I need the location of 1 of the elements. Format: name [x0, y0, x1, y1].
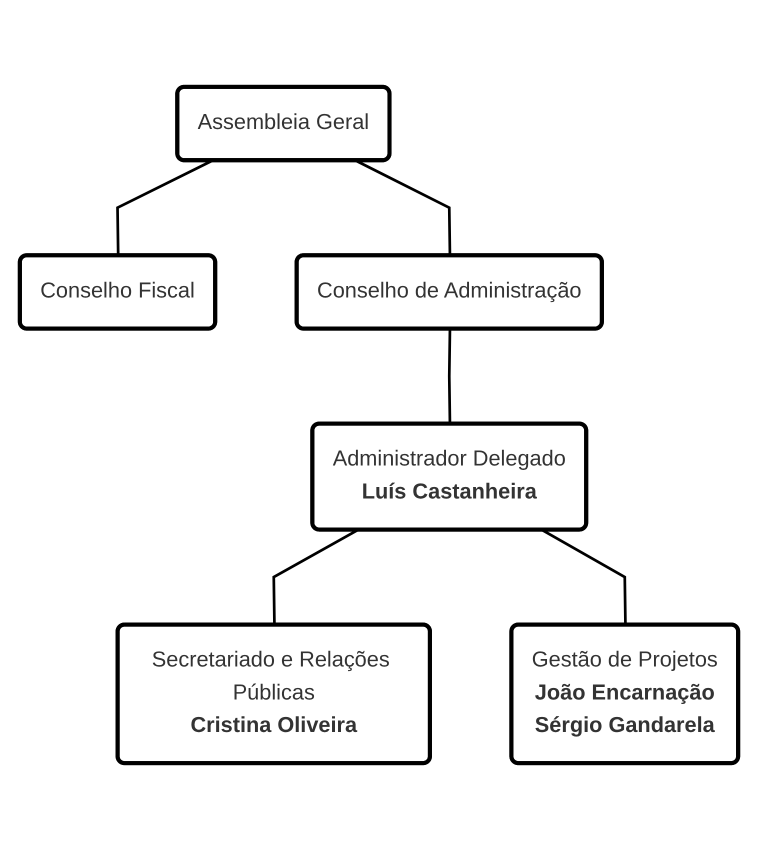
connector — [448, 329, 452, 424]
